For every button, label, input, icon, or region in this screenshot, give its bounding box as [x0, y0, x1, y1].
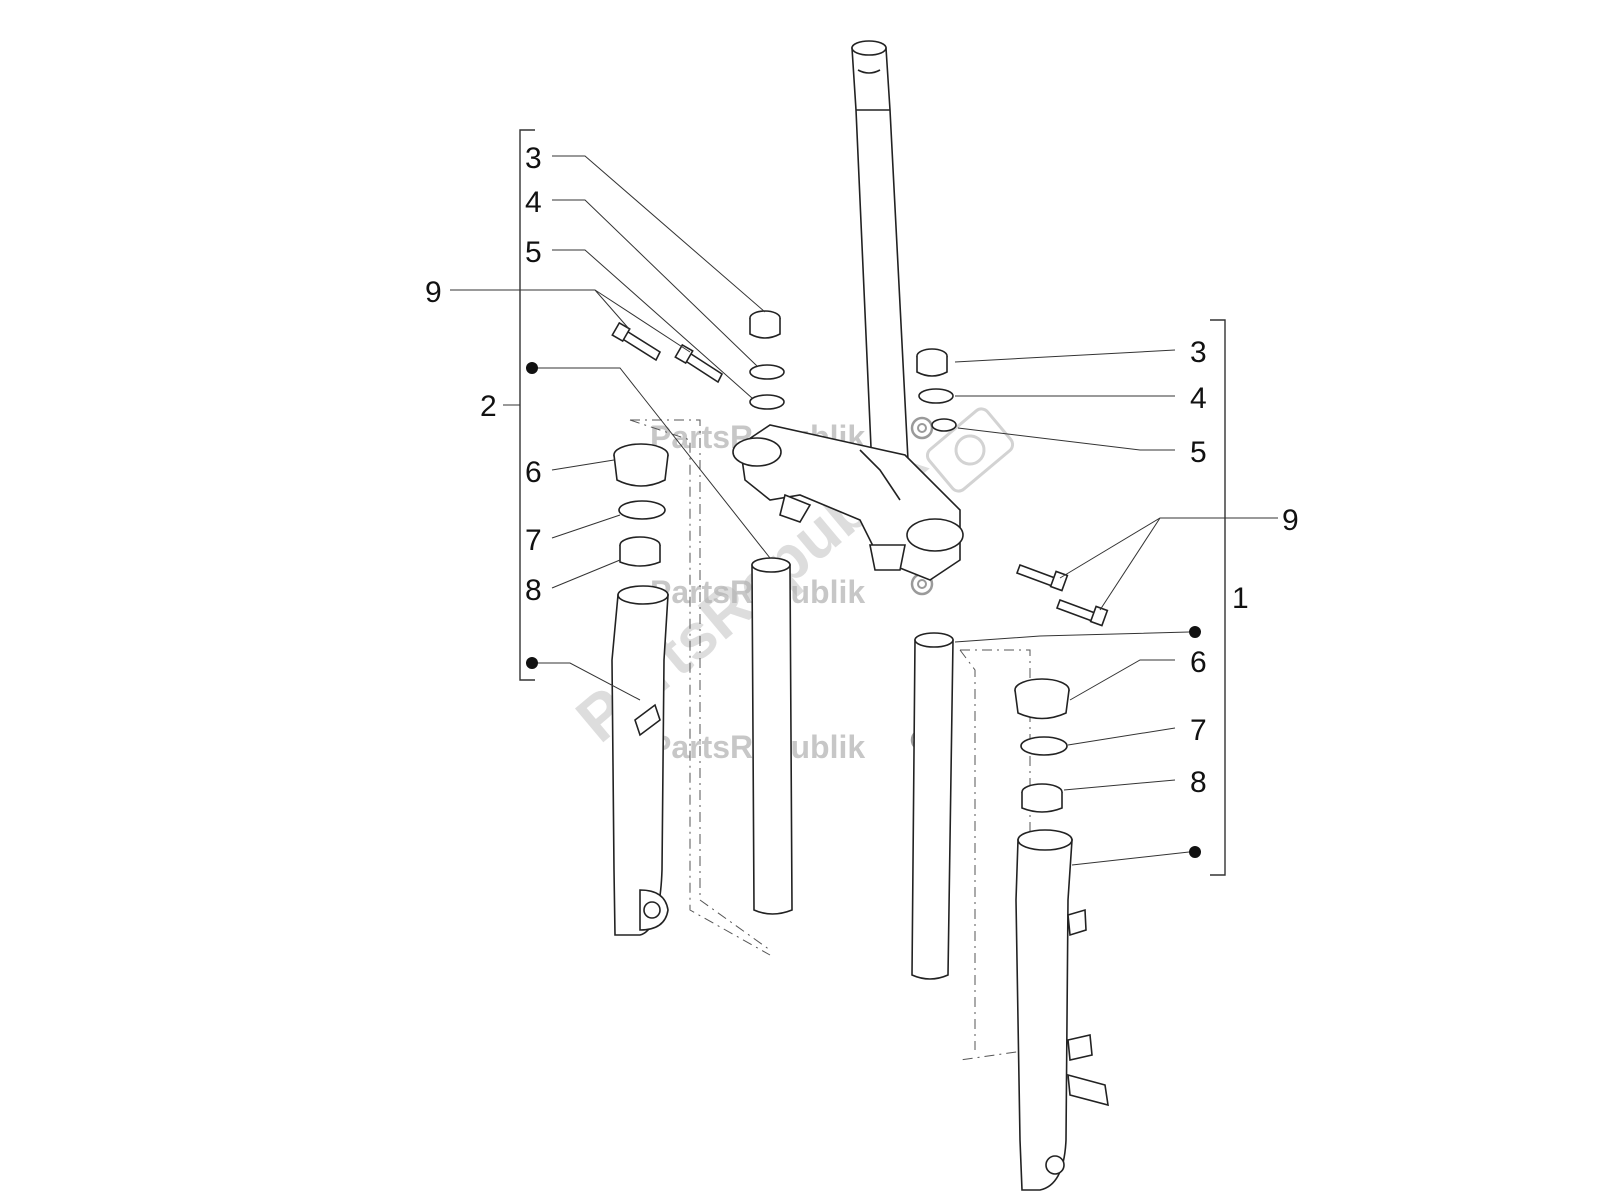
- right-circlip: [1020, 736, 1068, 756]
- gear-icon: [910, 416, 934, 440]
- leader-line: [954, 631, 1190, 643]
- right-top-cap: [916, 348, 948, 377]
- steering-stem: [851, 40, 909, 472]
- leader-line: [594, 289, 691, 353]
- leader-line: [552, 199, 758, 367]
- right-slider: [1015, 829, 1109, 1191]
- left-bolts: [611, 321, 724, 384]
- fork-crown: [732, 424, 964, 581]
- left-top-cap: [749, 310, 781, 339]
- right-bolts: [1015, 563, 1109, 627]
- leader-line: [552, 155, 766, 313]
- leader-line: [538, 367, 771, 559]
- group-number-right: 1: [1232, 582, 1249, 615]
- callout-right-5: 5: [1190, 436, 1207, 469]
- group-bracket-right: [1210, 319, 1226, 876]
- callout-right-7: 7: [1190, 714, 1207, 747]
- leader-line: [552, 249, 753, 399]
- right-o-ring-4: [918, 388, 954, 404]
- callout-left-9: 9: [425, 276, 442, 309]
- leader-line: [957, 427, 1175, 451]
- callout-right-6: 6: [1190, 646, 1207, 679]
- leader-line: [551, 559, 621, 589]
- callout-left-3: 3: [525, 142, 542, 175]
- left-o-ring-5: [749, 394, 785, 410]
- callout-dot: [526, 362, 538, 374]
- leader-line: [551, 459, 615, 471]
- group-number-left: 2: [480, 390, 497, 423]
- callout-right-3: 3: [1190, 336, 1207, 369]
- leader-line: [1067, 727, 1176, 746]
- leader-line: [538, 662, 641, 701]
- right-o-ring-5: [931, 418, 957, 432]
- callout-dot: [1189, 626, 1201, 638]
- callout-right-8: 8: [1190, 766, 1207, 799]
- left-dust-seal: [613, 443, 669, 487]
- callout-right-4: 4: [1190, 382, 1207, 415]
- callout-left-8: 8: [525, 574, 542, 607]
- right-oil-seal: [1021, 783, 1063, 813]
- callouts-right: 3 4 5 9 6 7 8: [954, 336, 1299, 866]
- left-o-ring-4: [749, 364, 785, 380]
- callout-left-7: 7: [525, 524, 542, 557]
- callout-right-9: 9: [1282, 504, 1299, 537]
- leader-line: [1071, 851, 1190, 866]
- gear-icon: [925, 407, 1015, 493]
- leader-line: [1063, 779, 1176, 791]
- leader-line: [1069, 659, 1175, 701]
- left-circlip: [618, 500, 666, 520]
- callout-dot: [1189, 846, 1201, 858]
- callout-left-4: 4: [525, 186, 542, 219]
- callout-left-5: 5: [525, 236, 542, 269]
- left-slider: [611, 585, 669, 936]
- left-oil-seal: [619, 536, 661, 567]
- callout-dot: [526, 657, 538, 669]
- callouts-left: 3 4 5 9 6 7 8: [425, 142, 771, 701]
- leader-line: [1059, 517, 1278, 579]
- right-dust-seal: [1014, 678, 1070, 720]
- right-stanchion-tube: [911, 632, 954, 980]
- callout-left-6: 6: [525, 456, 542, 489]
- left-stanchion-tube: [751, 557, 793, 915]
- leader-line: [954, 349, 1176, 363]
- leader-line: [551, 514, 621, 539]
- leader-line: [450, 289, 631, 331]
- leader-line: [1099, 517, 1161, 611]
